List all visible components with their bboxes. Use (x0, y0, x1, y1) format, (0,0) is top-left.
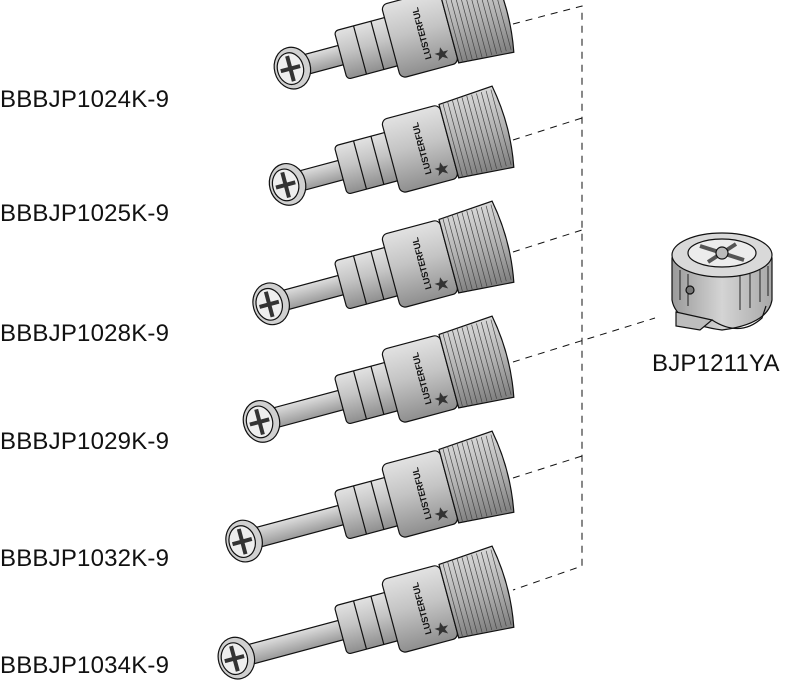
part-label-4: BBBJP1029K-9 (0, 428, 170, 455)
connector-bolt-5: LUSTERFUL (225, 430, 515, 563)
connector-bolt-4: LUSTERFUL (242, 315, 515, 443)
dashed-guide-lines (512, 5, 656, 591)
cam-lock-drawing (671, 232, 773, 331)
connector-bolt-3: LUSTERFUL (252, 200, 515, 326)
part-label-5: BBBJP1032K-9 (0, 545, 170, 572)
connector-bolt-1: LUSTERFUL (273, 0, 515, 90)
connector-bolt-6: LUSTERFUL (217, 545, 515, 680)
part-label-6: BBBJP1034K-9 (0, 652, 170, 679)
connector-bolt-2: LUSTERFUL (268, 85, 515, 206)
part-label-1: BBBJP1024K-9 (0, 86, 170, 113)
part-label-2: BBBJP1025K-9 (0, 200, 170, 227)
cam-lock-label: BJP1211YA (652, 350, 780, 377)
part-label-3: BBBJP1028K-9 (0, 320, 170, 347)
